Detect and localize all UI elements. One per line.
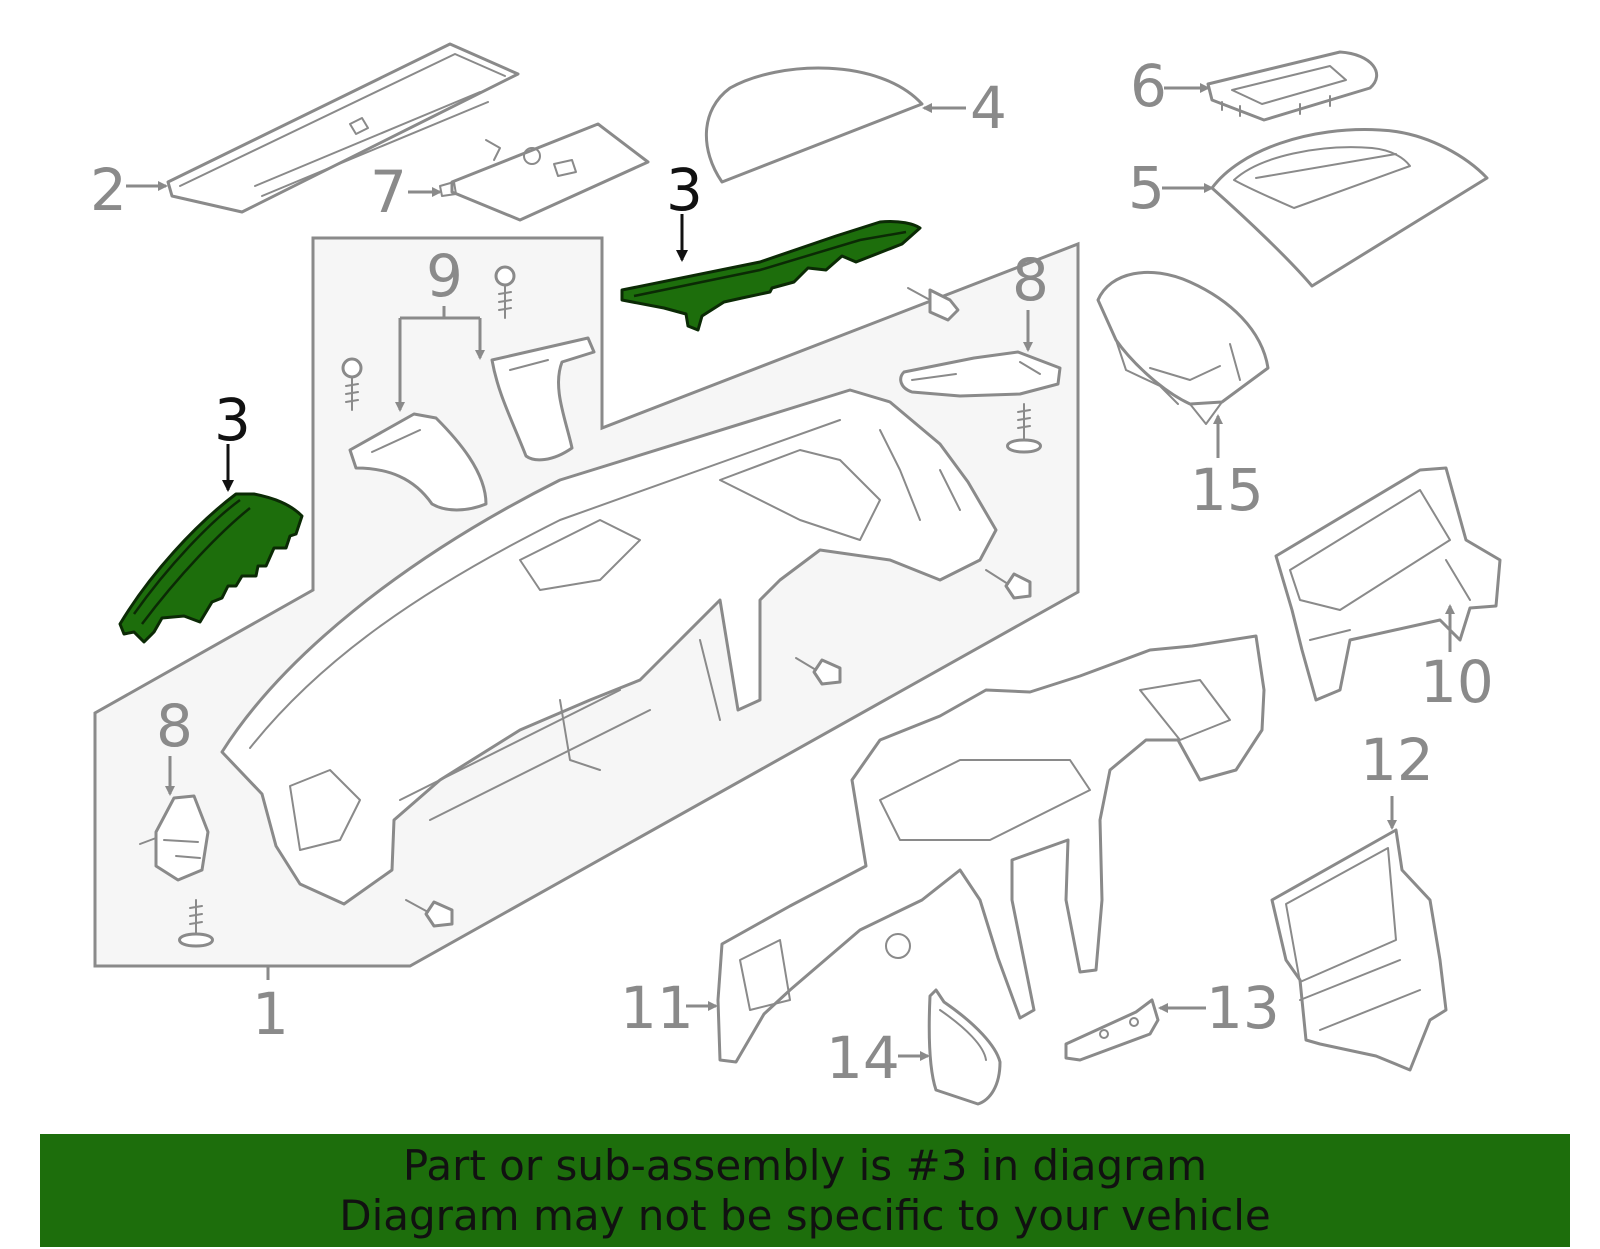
part-7-bracket-panel: [439, 122, 650, 222]
leader-9: [398, 306, 482, 402]
bolt-center: [795, 657, 842, 686]
part-8-left-vent: [139, 794, 210, 882]
leader-lines: [126, 83, 1455, 1061]
callout-3-left[interactable]: 3: [214, 386, 251, 454]
bolt-lower: [405, 899, 454, 928]
callout-14: 14: [826, 1024, 900, 1092]
part-9-ducts: [348, 336, 596, 512]
callout-10: 10: [1420, 648, 1494, 716]
callout-7: 7: [370, 158, 407, 226]
callout-8-right: 8: [1012, 246, 1049, 314]
screw-9b: [341, 357, 363, 411]
part-15-airbag-module: [1096, 270, 1270, 425]
bolt-upper-right: [907, 287, 960, 322]
callout-2: 2: [90, 156, 127, 224]
part-4-lid: [704, 66, 924, 184]
info-banner: Part or sub-assembly is #3 in diagram Di…: [40, 1134, 1570, 1247]
part-14-trim-piece: [927, 988, 1002, 1106]
callout-15: 15: [1190, 456, 1264, 524]
part-11-cross-car-beam: [716, 634, 1266, 1064]
callout-3-upper[interactable]: 3: [666, 156, 703, 224]
callout-11: 11: [620, 974, 694, 1042]
screw-8-left: [178, 899, 214, 948]
part-5-center-panel: [1210, 128, 1489, 288]
banner-line-2: Diagram may not be specific to your vehi…: [339, 1190, 1271, 1240]
callout-9: 9: [426, 242, 463, 310]
part-1-instrument-panel: [220, 388, 998, 906]
callout-13: 13: [1206, 974, 1280, 1042]
callout-5: 5: [1128, 154, 1165, 222]
callout-numbers: 1 2 3 3 4 5 6 7 8 8 9 10 11 12 13 14 15: [90, 52, 1494, 1092]
bolt-mid-right: [985, 569, 1032, 600]
part-2-defroster-grille: [166, 42, 520, 214]
part-13-small-bracket: [1064, 998, 1160, 1062]
screw-group: [178, 265, 1042, 948]
screw-8-right: [1006, 403, 1042, 454]
part-3-upper-highlighted: [620, 220, 922, 332]
part-10-glove-box: [1274, 466, 1502, 702]
screw-9a: [494, 265, 516, 319]
callout-1: 1: [252, 980, 289, 1048]
part-6-bezel: [1206, 50, 1378, 122]
part-8-right-duct: [899, 350, 1062, 398]
banner-line-1: Part or sub-assembly is #3 in diagram: [402, 1140, 1208, 1190]
callout-6: 6: [1130, 52, 1167, 120]
part-3-left-highlighted: [118, 492, 304, 644]
callout-4: 4: [970, 74, 1007, 142]
callout-8-left: 8: [156, 692, 193, 760]
part-12-side-bracket: [1270, 828, 1448, 1072]
callout-12: 12: [1360, 726, 1434, 794]
